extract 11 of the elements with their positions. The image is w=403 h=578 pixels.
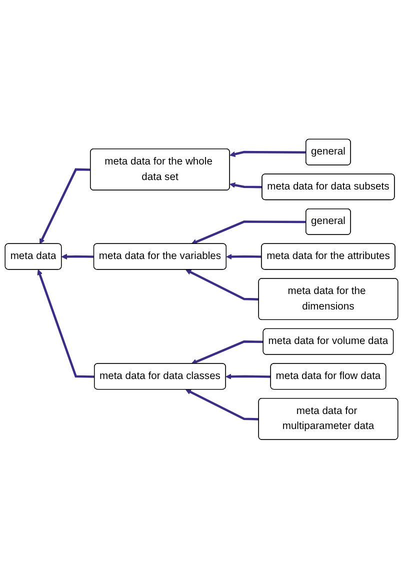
arrow (226, 254, 262, 260)
arrow (191, 220, 306, 244)
arrow (230, 150, 306, 157)
arrow (186, 269, 259, 300)
arrow (226, 373, 271, 380)
arrow (230, 182, 262, 188)
arrow (37, 269, 95, 378)
arrow (186, 388, 259, 420)
arrow (61, 253, 94, 260)
arrow (191, 340, 264, 364)
arrow (40, 168, 91, 244)
